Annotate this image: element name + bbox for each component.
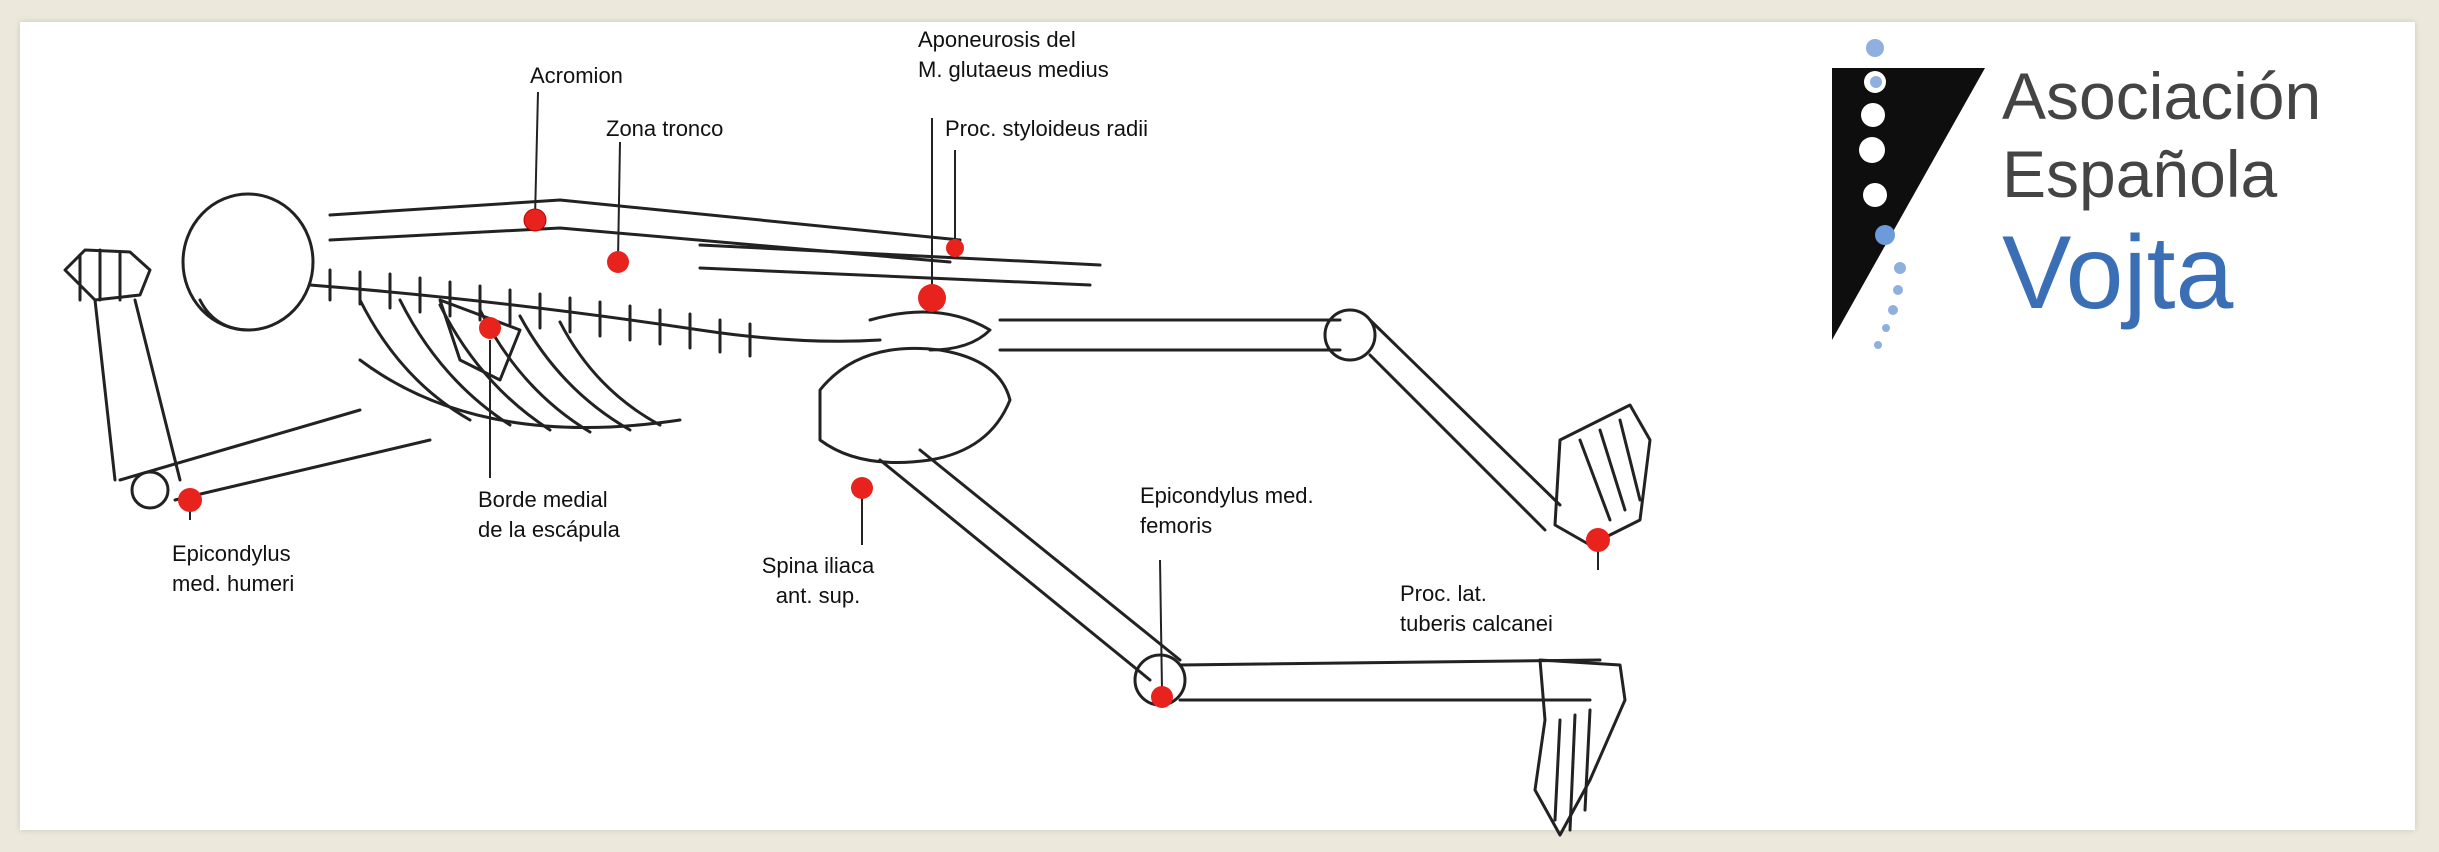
- logo-line-espanola: Española: [2002, 138, 2277, 210]
- logo-line-asociacion: Asociación: [2002, 60, 2321, 132]
- logo-line-vojta: Vojta: [2002, 218, 2233, 328]
